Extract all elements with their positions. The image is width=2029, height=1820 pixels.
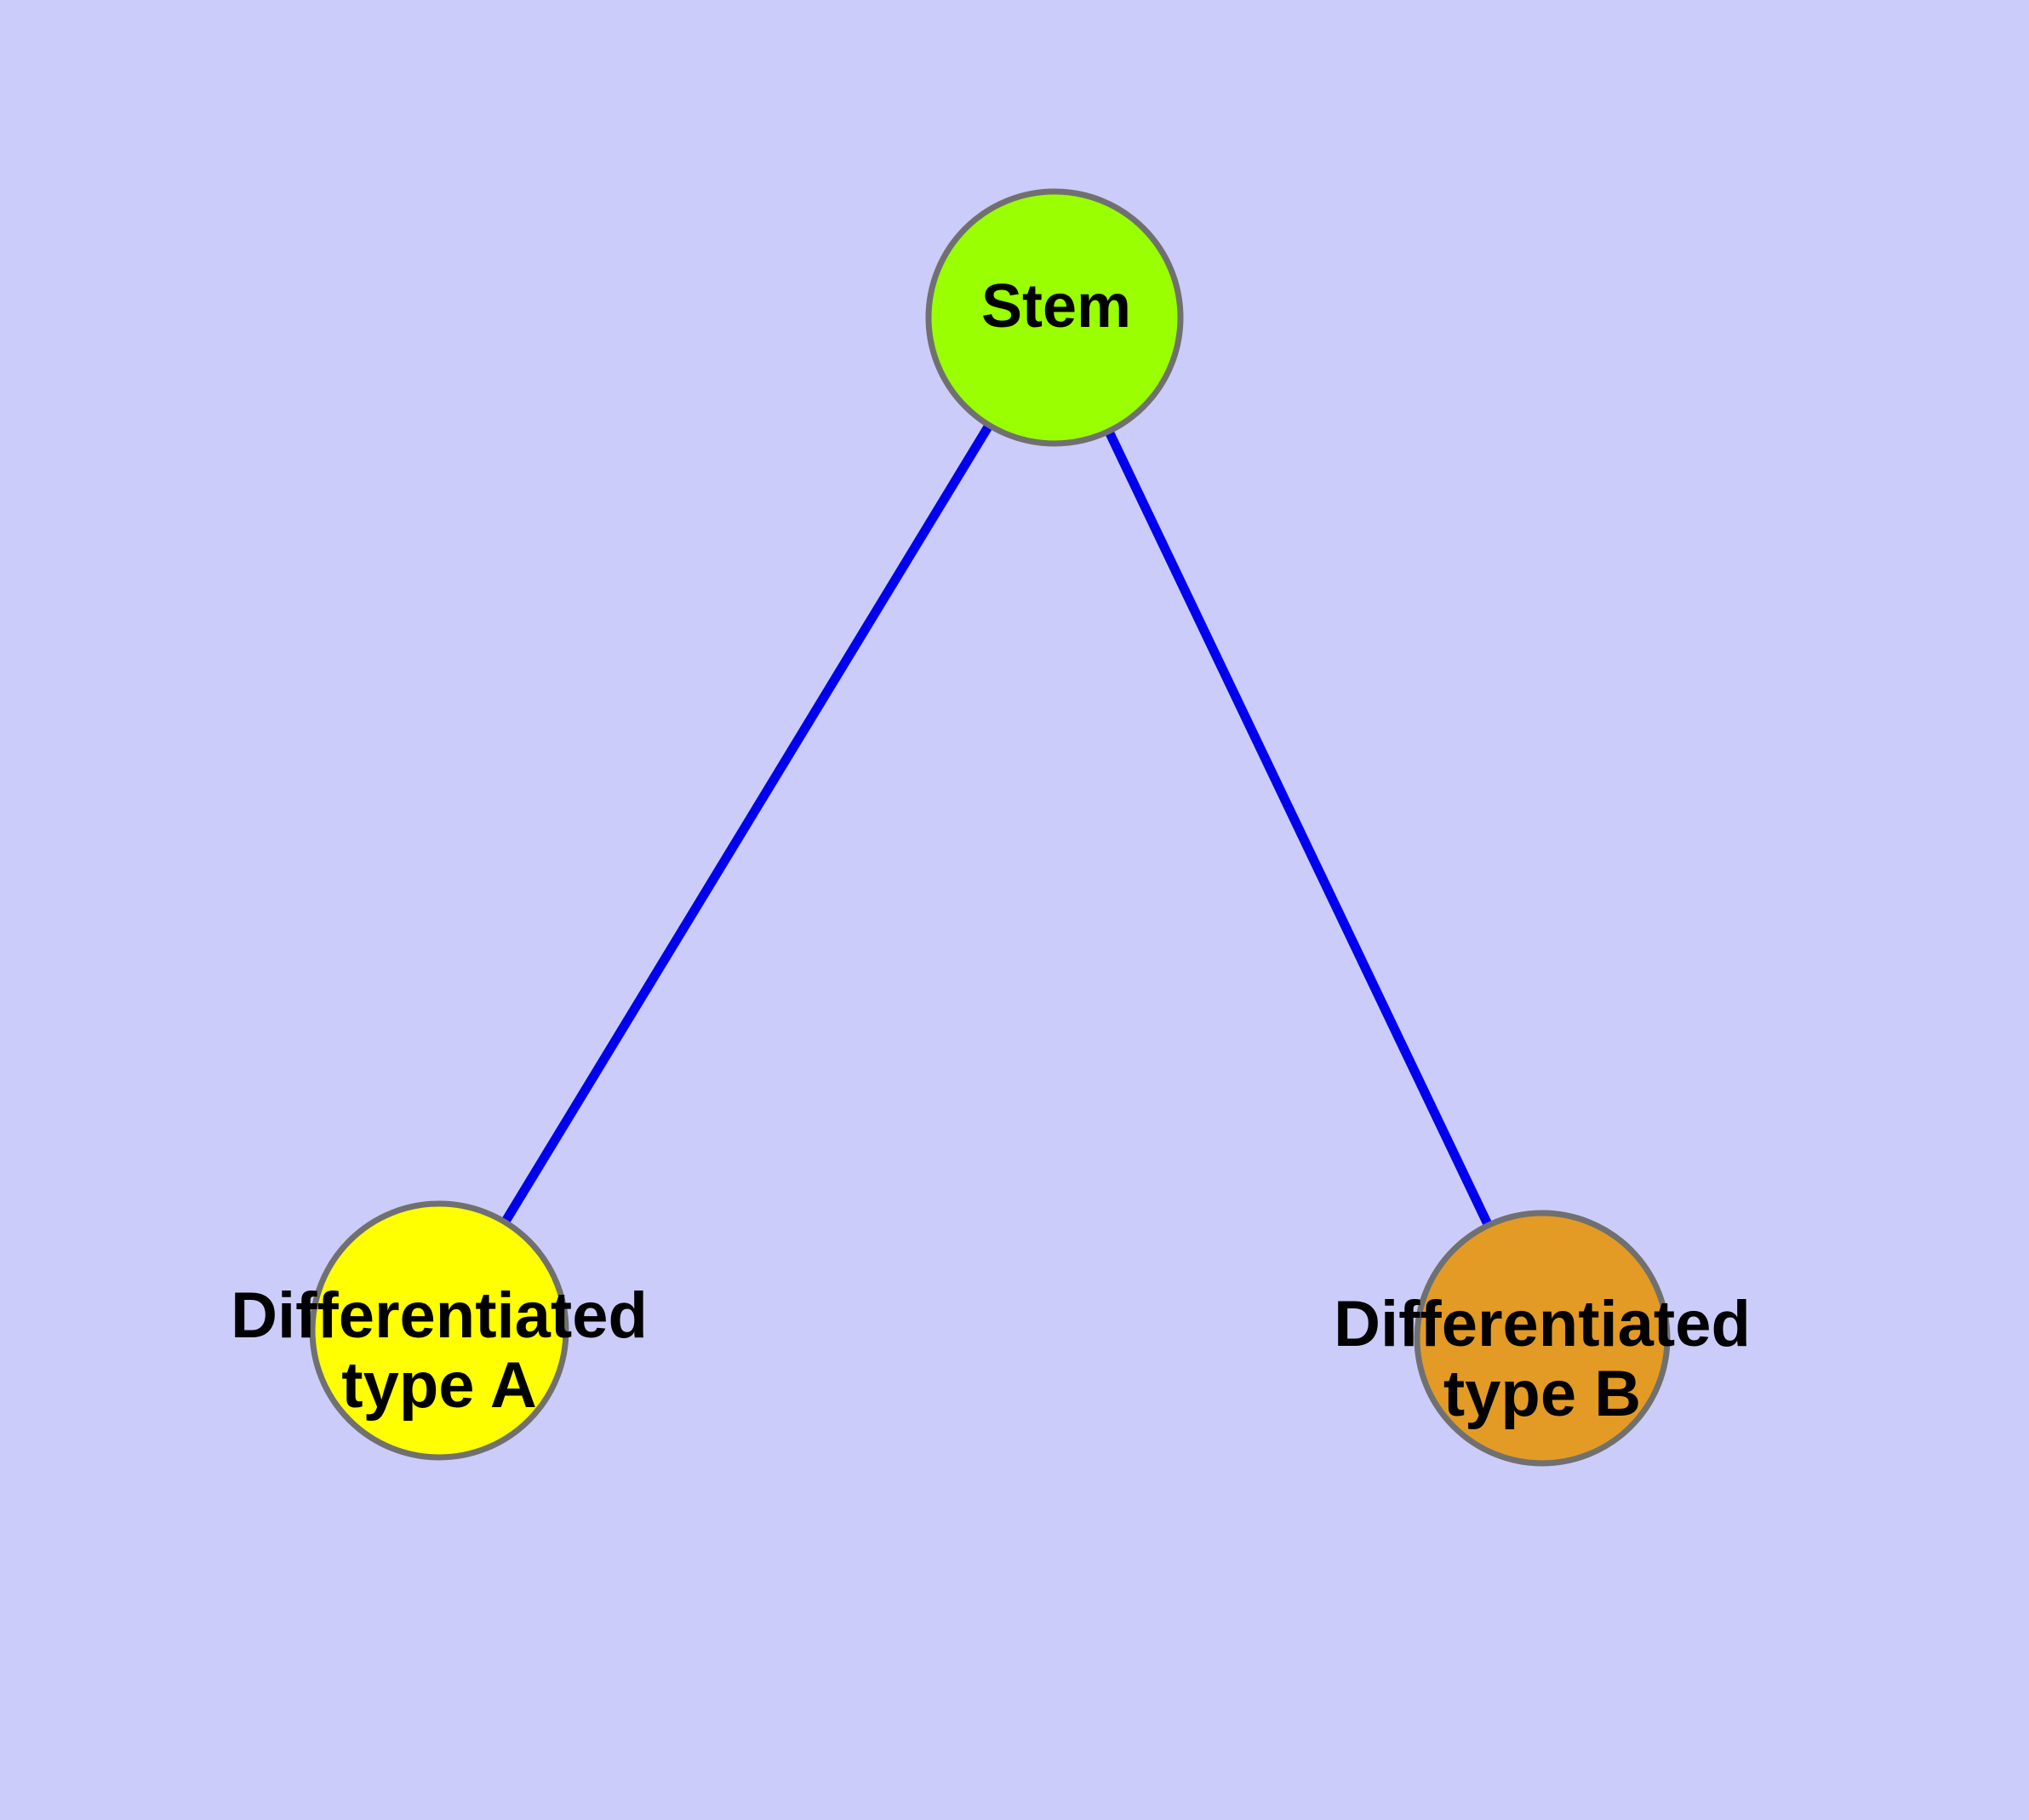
- edge-stem-to-differentiated-type-b[interactable]: [1050, 315, 1546, 1341]
- node-circle-differentiated-type-b[interactable]: [1414, 1210, 1671, 1467]
- node-circle-differentiated-type-a[interactable]: [309, 1200, 569, 1461]
- edge-stem-to-differentiated-type-a[interactable]: [435, 315, 1059, 1333]
- node-circle-stem[interactable]: [925, 188, 1184, 447]
- edge-layer: [435, 315, 1546, 1341]
- node-layer: [309, 188, 1671, 1467]
